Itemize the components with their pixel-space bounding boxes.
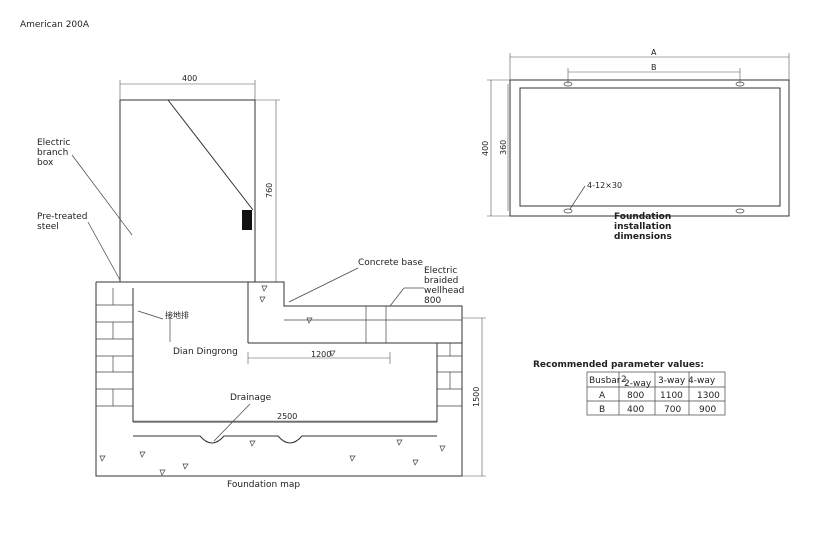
label-dian-dingrong: Dian Dingrong (169, 318, 238, 357)
table-row-b-4way: 900 (699, 405, 716, 415)
svg-text:接地排: 接地排 (165, 310, 189, 320)
svg-text:box: box (37, 158, 54, 168)
dim-box-width: 400 (119, 74, 256, 100)
dim-outer-A: A (509, 48, 790, 80)
table-row-b-label: B (599, 405, 605, 415)
dim-frame-inner-h: 360 (499, 84, 509, 211)
table-header-busbar: Busbar (589, 376, 621, 386)
svg-text:steel: steel (37, 222, 59, 232)
svg-text:wellhead: wellhead (424, 286, 464, 296)
svg-text:Dian Dingrong: Dian Dingrong (173, 347, 238, 357)
svg-text:800: 800 (424, 296, 441, 306)
svg-text:dimensions: dimensions (614, 232, 672, 242)
label-electric-branch-box: Electric branch box (37, 138, 133, 236)
svg-text:2500: 2500 (277, 412, 297, 421)
table-row-b-3way: 700 (664, 405, 681, 415)
label-concrete-base: Concrete base (288, 258, 423, 303)
table-row-b-2way: 400 (627, 405, 644, 415)
svg-text:B: B (651, 63, 657, 72)
svg-text:Foundation: Foundation (614, 212, 671, 222)
label-pre-treated-steel: Pre-treated steel (37, 212, 121, 281)
label-hole-spec: 4-12×30 (569, 181, 622, 210)
table-row-a-4way: 1300 (697, 391, 720, 401)
label-electric-braided-wellhead: Electric braided wellhead 800 (389, 266, 464, 307)
svg-text:Pre-treated: Pre-treated (37, 212, 87, 222)
svg-text:400: 400 (182, 74, 197, 83)
parameter-table: Recommended parameter values: Busbar 2 2… (533, 360, 726, 416)
svg-text:1200: 1200 (311, 350, 331, 359)
label-ground-bar: 接地排 (137, 310, 189, 320)
foundation-frame (509, 79, 790, 217)
svg-text:Drainage: Drainage (230, 393, 272, 403)
svg-text:braided: braided (424, 276, 458, 286)
table-header-4way: 4-way (688, 376, 716, 386)
table-header-3way: 3-way (658, 376, 686, 386)
svg-text:Concrete base: Concrete base (358, 258, 423, 268)
label-drainage: Drainage (213, 393, 272, 442)
dim-base-length: 2500 (133, 412, 437, 422)
box-handle (242, 210, 252, 230)
caption-foundation-install: Foundation installation dimensions (614, 212, 672, 242)
svg-text:A: A (651, 48, 657, 57)
svg-text:branch: branch (37, 148, 68, 158)
drawing-title: American 200A (20, 20, 90, 30)
svg-text:4-12×30: 4-12×30 (587, 181, 622, 190)
svg-text:400: 400 (481, 141, 490, 156)
svg-text:760: 760 (265, 183, 274, 198)
foundation-section (95, 281, 463, 477)
table-header-busbar-overlap: 2 (621, 375, 627, 385)
caption-foundation-map: Foundation map (227, 480, 300, 490)
svg-text:Electric: Electric (424, 266, 457, 276)
dim-box-height: 760 (255, 99, 280, 283)
dim-step-length: 1200 (247, 350, 391, 364)
table-row-a-2way: 800 (627, 391, 644, 401)
table-row-a-label: A (599, 391, 606, 401)
svg-text:360: 360 (499, 140, 508, 155)
table-row-a-3way: 1100 (660, 391, 683, 401)
dim-base-height: 1500 (462, 317, 486, 477)
dim-frame-outer-h: 400 (481, 79, 510, 217)
table-title: Recommended parameter values: (533, 360, 704, 370)
svg-text:installation: installation (614, 222, 671, 232)
table-header-2way: 2-way (624, 379, 652, 389)
dim-inner-B: B (567, 63, 741, 84)
svg-text:1500: 1500 (472, 387, 481, 407)
svg-text:Electric: Electric (37, 138, 70, 148)
electric-branch-box (119, 99, 256, 283)
